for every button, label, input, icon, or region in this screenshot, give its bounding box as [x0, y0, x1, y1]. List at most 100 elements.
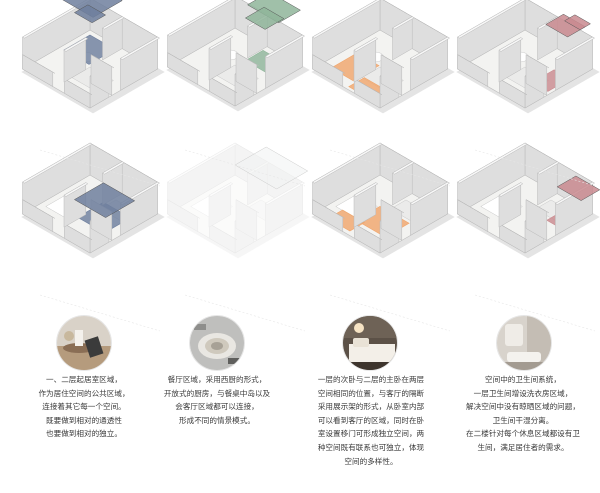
caption-line: 餐厅区域，采用西厨的形式， — [167, 375, 267, 384]
caption-line: 采用展示架的形式，从卧室内部 — [317, 402, 425, 412]
wall-face — [234, 209, 255, 254]
grid-line — [184, 149, 306, 187]
caption-line: 可以看到客厅的区域，同时在卧 — [317, 415, 425, 425]
caption-line: 形成不同的情景模式。 — [179, 415, 255, 425]
wall-cap — [167, 52, 200, 72]
wall-cap — [498, 182, 524, 197]
photo-bedroom — [343, 316, 397, 370]
photo-dining-table — [190, 316, 244, 370]
caption-line: 既要做到相对的通透性 — [46, 415, 122, 425]
wall-cap — [537, 161, 560, 175]
floating-zone — [244, 6, 285, 30]
wall-cap — [22, 142, 93, 184]
grid-line — [474, 294, 596, 332]
wall-face — [247, 161, 268, 206]
wall-cap — [498, 37, 524, 52]
wall-cap — [409, 181, 450, 205]
wall-cap — [209, 223, 238, 241]
caption-line: 空间的多样性。 — [344, 456, 398, 466]
wall-cap — [208, 182, 234, 197]
wall-cap — [234, 209, 257, 223]
grid-line — [39, 294, 161, 332]
photo-living-room — [57, 316, 111, 370]
grid-line — [329, 294, 451, 332]
grid-line — [329, 149, 451, 187]
wall-cap — [554, 36, 595, 60]
caption-line: 生间，满足居住者的需求。 — [477, 442, 569, 452]
axonometric-model — [21, 0, 165, 114]
wall-cap — [208, 35, 234, 50]
caption-line: 在二楼针对每个休息区域都设有卫 — [466, 429, 580, 439]
wall-cap — [457, 142, 528, 184]
floating-zone — [73, 4, 107, 24]
caption-line: 会客厅区域都可以连接， — [175, 402, 259, 412]
floating-zone — [73, 182, 136, 218]
caption-line: 卫生间干湿分离。 — [492, 415, 554, 425]
caption-line: 作为居住空间的公共区域， — [38, 388, 130, 398]
wall-cap — [457, 199, 490, 219]
wall-cap — [102, 16, 125, 30]
wall-cap — [63, 37, 89, 52]
axonometric-model — [311, 0, 455, 114]
wall-cap — [235, 199, 259, 214]
table-block — [244, 199, 283, 222]
wall-cap — [380, 54, 404, 69]
caption-line: 空间中的卫生间系统， — [485, 375, 561, 384]
ground-shadow — [166, 175, 310, 259]
wall-cap — [167, 142, 238, 184]
floating-zone — [234, 146, 309, 190]
grid-line — [39, 149, 161, 187]
caption-line: 空间相同的位置，与客厅的隔断 — [317, 388, 425, 398]
floating-zone — [563, 14, 592, 31]
caption-bedroom: 一层的次卧与二层的主卧在两层 空间相同的位置，与客厅的隔断 采用展示架的形式，从… — [301, 373, 441, 468]
axonometric-model — [21, 142, 165, 259]
caption-line: 开放式的厨房，与餐桌中岛以及 — [163, 388, 271, 398]
wall-cap — [63, 182, 89, 197]
wall-cap — [167, 199, 200, 219]
axonometric-model — [166, 142, 310, 259]
axonometric-model — [456, 142, 600, 259]
wall-cap — [392, 16, 415, 30]
wall-cap — [312, 142, 383, 184]
wall-cap — [234, 142, 305, 184]
caption-line: 也要做到相对的独立。 — [46, 429, 122, 439]
axonometric-model — [311, 142, 455, 259]
wall-cap — [235, 52, 259, 67]
photo-bathroom — [497, 316, 551, 370]
floating-zone — [556, 175, 600, 201]
wall-cap — [380, 199, 404, 214]
caption-line: 一、二层起居室区域， — [46, 375, 122, 384]
wall-cap — [353, 37, 379, 52]
caption-line: 室设置移门可形成独立空间，两 — [317, 429, 425, 439]
wall-cap — [457, 54, 490, 74]
caption-line: 种空间既有联系也可独立，体现 — [317, 442, 425, 452]
wall-face — [167, 199, 199, 233]
wall-cap — [312, 54, 345, 74]
axonometric-model — [166, 0, 310, 112]
wall-cap — [312, 0, 382, 39]
wall-cap — [392, 161, 415, 175]
caption-line: 一层的次卧与二层的主卧在两层 — [317, 375, 425, 384]
caption-living: 一、二层起居室区域， 作为居住空间的公共区域， 连接着其它每一个空间。 既要做到… — [14, 373, 154, 441]
caption-line: 连接着其它每一个空间。 — [42, 402, 126, 412]
wall-face — [209, 223, 236, 254]
wall-cap — [90, 54, 114, 69]
wall-face — [167, 142, 236, 215]
wall-cap — [102, 161, 125, 175]
caption-bathroom: 空间中的卫生间系统， 一层卫生间增设洗衣房区域， 解决空间中没有晾晒区域的问题，… — [453, 373, 593, 455]
wall-cap — [119, 36, 160, 60]
wall-cap — [22, 54, 55, 74]
caption-dining: 餐厅区域，采用西厨的形式， 开放式的厨房，与餐桌中岛以及 会客厅区域都可以连接，… — [147, 373, 287, 427]
grid-line — [474, 149, 596, 187]
floating-zone — [247, 0, 302, 24]
wall-cap — [409, 36, 450, 60]
wall-cap — [312, 199, 345, 219]
floor-plate — [166, 174, 304, 254]
wall-cap — [247, 161, 270, 175]
wall-cap — [264, 181, 305, 205]
wall-face — [208, 182, 232, 228]
bed-block — [190, 194, 233, 219]
caption-line: 一层卫生间增设洗衣房区域， — [473, 388, 573, 398]
